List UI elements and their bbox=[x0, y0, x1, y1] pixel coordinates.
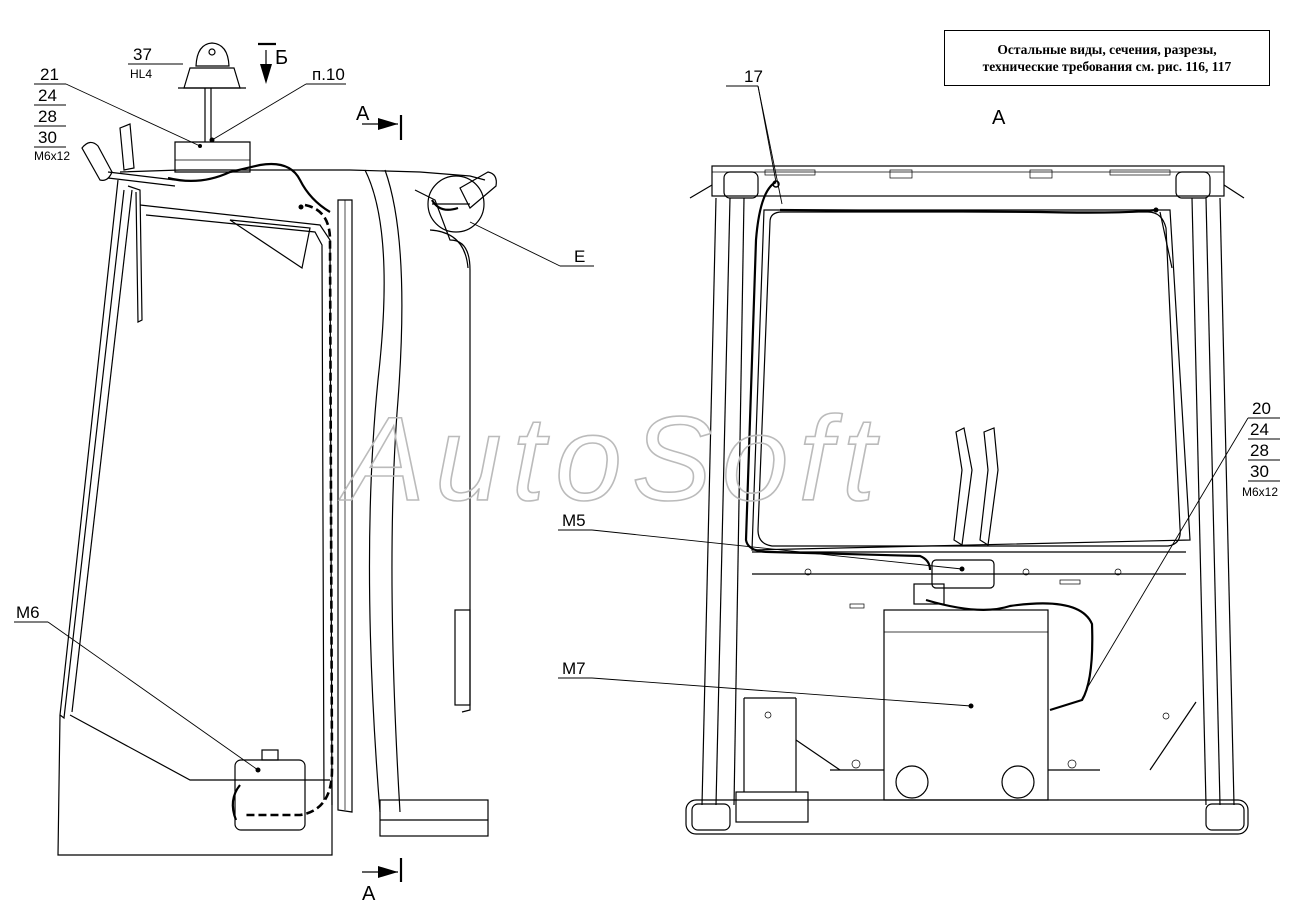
stack-right-item-1: 20 bbox=[1252, 399, 1271, 418]
heater-unit-m7 bbox=[883, 609, 1049, 801]
view-label-b: Б bbox=[275, 47, 288, 69]
callout-m7-label: М7 bbox=[562, 659, 586, 678]
section-label-top: А bbox=[356, 103, 370, 125]
callout-m5-label: М5 bbox=[562, 511, 586, 530]
section-mark-top: А bbox=[356, 103, 403, 140]
stack-left-item-2: 24 bbox=[38, 86, 57, 105]
stack-left-bolt: М6х12 bbox=[34, 149, 70, 163]
watermark: AutoSoft bbox=[339, 392, 885, 526]
callout-m5: М5 bbox=[558, 511, 963, 570]
stack-left-item-3: 28 bbox=[38, 107, 57, 126]
callout-m7: М7 bbox=[558, 659, 972, 707]
callout-e: Е bbox=[469, 221, 594, 267]
stack-right-bolt: М6х12 bbox=[1242, 485, 1278, 499]
section-mark-bottom: А bbox=[362, 858, 403, 905]
stack-right-item-4: 30 bbox=[1250, 462, 1269, 481]
callout-37: 37 HL4 bbox=[128, 45, 183, 81]
callout-37-number: 37 bbox=[133, 45, 152, 64]
stack-right-item-2: 24 bbox=[1250, 420, 1269, 439]
stack-left-item-4: 30 bbox=[38, 128, 57, 147]
notes-line-1: Остальные виды, сечения, разрезы, bbox=[997, 42, 1217, 57]
stack-right-item-3: 28 bbox=[1250, 441, 1269, 460]
notes-line-2: технические требования см. рис. 116, 117 bbox=[982, 59, 1232, 74]
callout-17-label: 17 bbox=[744, 67, 763, 86]
view-a-title: А bbox=[992, 107, 1006, 129]
mirror-left bbox=[81, 123, 176, 187]
callout-p10: п.10 bbox=[211, 65, 346, 141]
callout-m6-label: М6 bbox=[16, 603, 40, 622]
callout-p10-label: п.10 bbox=[312, 65, 345, 84]
stack-left-item-1: 21 bbox=[40, 65, 59, 84]
beacon-lamp bbox=[178, 42, 246, 142]
washer-tank-m6 bbox=[231, 749, 306, 831]
side-view bbox=[57, 42, 497, 856]
section-label-bottom: А bbox=[362, 883, 376, 905]
callout-stack-left: 21 24 28 30 М6х12 bbox=[34, 65, 201, 163]
wiper-motor-m5 bbox=[913, 559, 995, 605]
callout-e-label: Е bbox=[574, 247, 585, 266]
callout-stack-right: 20 24 28 30 М6х12 bbox=[1085, 399, 1280, 691]
callout-17: 17 bbox=[726, 67, 783, 205]
view-arrow-b: Б bbox=[258, 42, 288, 84]
front-view bbox=[685, 165, 1249, 835]
notes-box: Остальные виды, сечения, разрезы, технич… bbox=[944, 30, 1270, 86]
mirror-right bbox=[427, 171, 497, 233]
callout-37-sub: HL4 bbox=[130, 67, 152, 81]
callout-m6: М6 bbox=[14, 603, 259, 771]
